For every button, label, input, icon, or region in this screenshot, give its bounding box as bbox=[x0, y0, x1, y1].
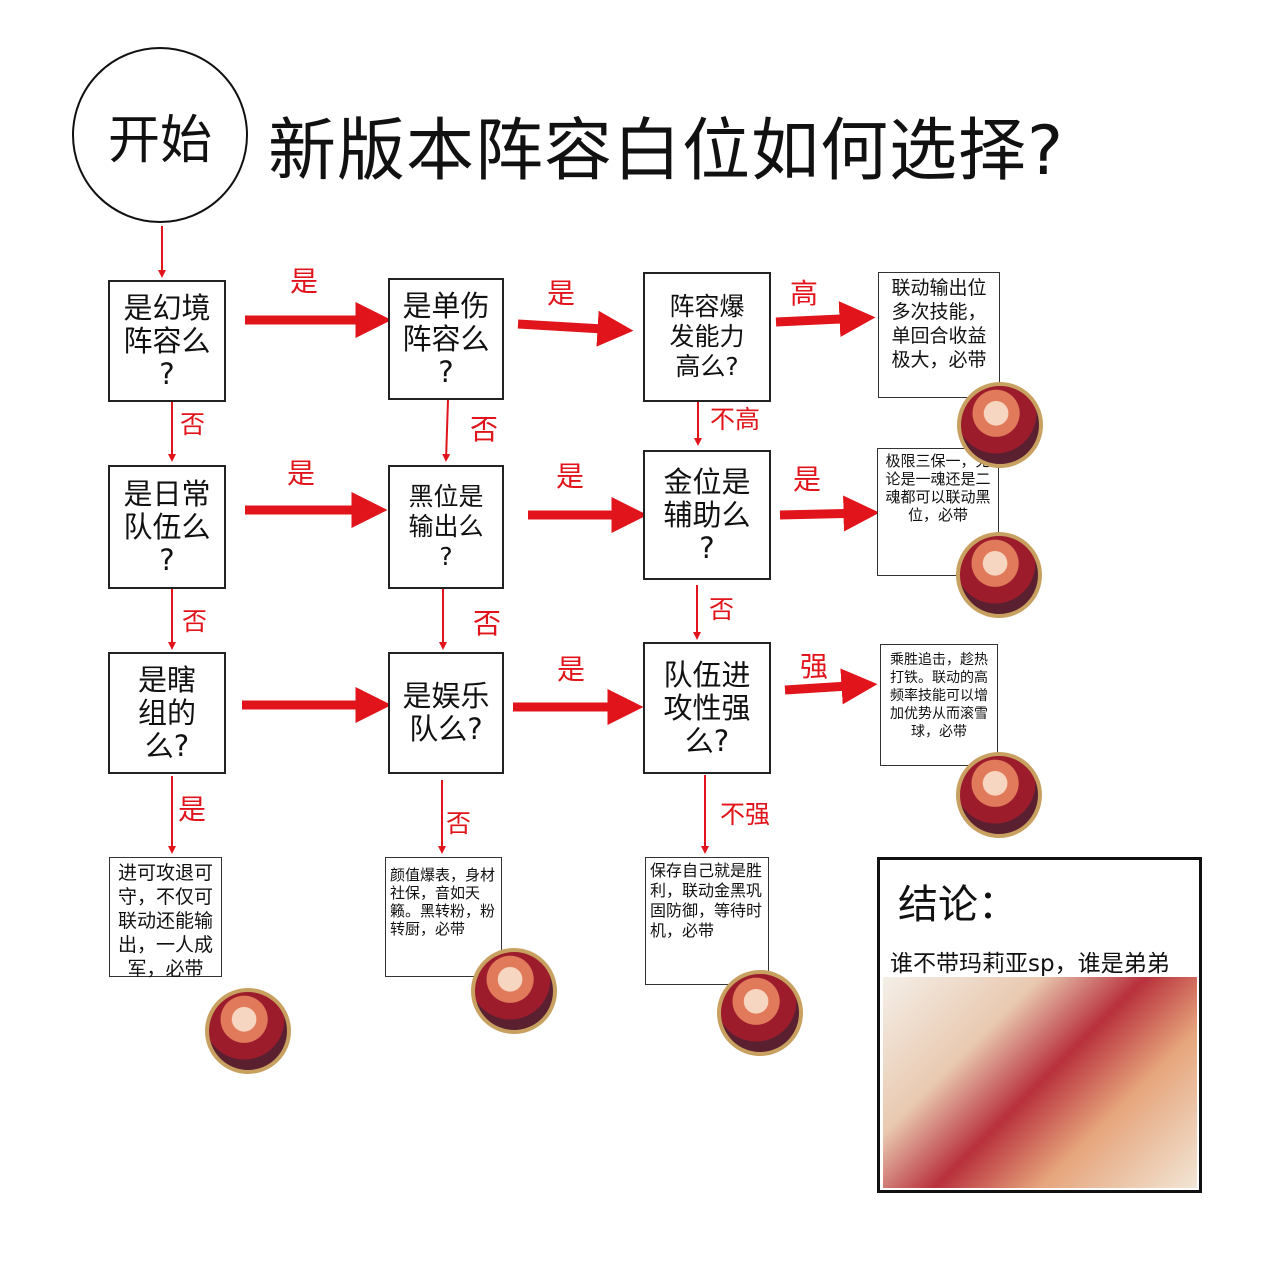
result-box: 颜值爆表，身材社保，音如天籁。黑转粉，粉转厨，必带 bbox=[385, 857, 502, 977]
result-box: 联动输出位多次技能，单回合收益极大，必带 bbox=[878, 272, 1000, 398]
question-fun-team: 是娱乐队么? bbox=[388, 652, 504, 774]
question-aggressive: 队伍进攻性强么? bbox=[643, 642, 771, 774]
label-no: 否 bbox=[182, 607, 208, 636]
label-high: 高 bbox=[790, 277, 819, 310]
label-strong: 强 bbox=[800, 650, 829, 683]
q-line: 发能力 bbox=[669, 322, 745, 351]
q-line: 是日常 bbox=[123, 476, 211, 511]
q-line: 高么? bbox=[675, 352, 739, 381]
q-line: 攻性强 bbox=[663, 690, 751, 725]
character-avatar bbox=[471, 948, 557, 1034]
start-node: 开始 bbox=[72, 47, 248, 223]
label-no: 否 bbox=[473, 607, 502, 640]
page-title: 新版本阵容白位如何选择? bbox=[268, 112, 1065, 191]
arrow-q7-r1 bbox=[775, 301, 876, 338]
arrow-q4-q5 bbox=[442, 399, 451, 462]
character-avatar bbox=[205, 988, 291, 1074]
q-line: ? bbox=[159, 542, 175, 577]
q-line: 金位是 bbox=[663, 464, 751, 499]
q-line: 队伍么 bbox=[123, 509, 211, 544]
label-yes: 是 bbox=[547, 277, 576, 310]
character-avatar bbox=[956, 752, 1042, 838]
label-yes: 是 bbox=[557, 653, 586, 686]
q-line: 队伍进 bbox=[663, 657, 751, 692]
q-line: 是幻境 bbox=[123, 290, 211, 325]
result-box: 乘胜追击，趁热打铁。联动的高频率技能可以增加优势从而滚雪球，必带 bbox=[880, 644, 998, 766]
label-yes: 是 bbox=[556, 460, 585, 493]
question-black-output: 黑位是输出么? bbox=[388, 465, 504, 589]
label-yes: 是 bbox=[178, 793, 207, 826]
label-no: 否 bbox=[470, 413, 499, 446]
q-line: 么? bbox=[684, 723, 730, 758]
label-no: 否 bbox=[180, 410, 206, 439]
q-line: 么? bbox=[144, 728, 190, 763]
label-yes: 是 bbox=[287, 457, 316, 490]
q-line: 组的 bbox=[137, 695, 196, 730]
result-box: 进可攻退可守，不仅可联动还能输出，一人成军，必带 bbox=[109, 857, 222, 980]
start-label: 开始 bbox=[107, 110, 212, 171]
character-artwork bbox=[883, 977, 1197, 1188]
question-daily-team: 是日常队伍么? bbox=[108, 465, 226, 589]
q-line: ? bbox=[159, 356, 175, 391]
q-line: 阵容么 bbox=[123, 323, 211, 358]
label-not-strong: 不强 bbox=[720, 800, 771, 829]
q-line: 是娱乐 bbox=[402, 679, 490, 713]
question-illusion-lineup: 是幻境阵容么? bbox=[108, 280, 226, 402]
q-line: ? bbox=[439, 542, 453, 571]
q-line: 辅助么 bbox=[663, 497, 751, 532]
q-line: 队么? bbox=[409, 712, 483, 746]
question-gold-support: 金位是辅助么? bbox=[643, 450, 771, 580]
q-line: 输出么 bbox=[408, 512, 484, 541]
label-yes: 是 bbox=[290, 265, 319, 298]
q-line: 阵容爆 bbox=[669, 292, 745, 321]
q-line: 黑位是 bbox=[408, 482, 484, 511]
q-line: ? bbox=[699, 530, 715, 565]
question-burst: 阵容爆发能力高么? bbox=[643, 272, 771, 402]
q-line: ? bbox=[438, 354, 454, 389]
arrow-q8-r2 bbox=[779, 495, 880, 532]
conclusion-text: 谁不带玛莉亚sp，谁是弟弟 bbox=[890, 951, 1170, 977]
q-line: 是瞎 bbox=[137, 662, 196, 697]
q-line: 阵容么 bbox=[402, 321, 490, 356]
result-box: 保存自己就是胜利，联动金黑巩固防御，等待时机，必带 bbox=[645, 857, 769, 985]
q-line: 是单伤 bbox=[402, 288, 490, 323]
label-no: 否 bbox=[709, 595, 735, 624]
label-no: 否 bbox=[446, 809, 472, 838]
arrow-q9-r3 bbox=[784, 668, 878, 705]
character-avatar bbox=[957, 382, 1043, 468]
label-not-high: 不高 bbox=[710, 405, 761, 434]
label-yes: 是 bbox=[793, 463, 822, 496]
question-single-damage: 是单伤阵容么? bbox=[388, 278, 504, 400]
question-random-team: 是瞎组的么? bbox=[108, 652, 226, 774]
character-avatar bbox=[956, 532, 1042, 618]
arrow-q4-q7 bbox=[517, 310, 634, 347]
conclusion-heading: 结论： bbox=[898, 882, 1018, 928]
character-avatar bbox=[717, 970, 803, 1056]
